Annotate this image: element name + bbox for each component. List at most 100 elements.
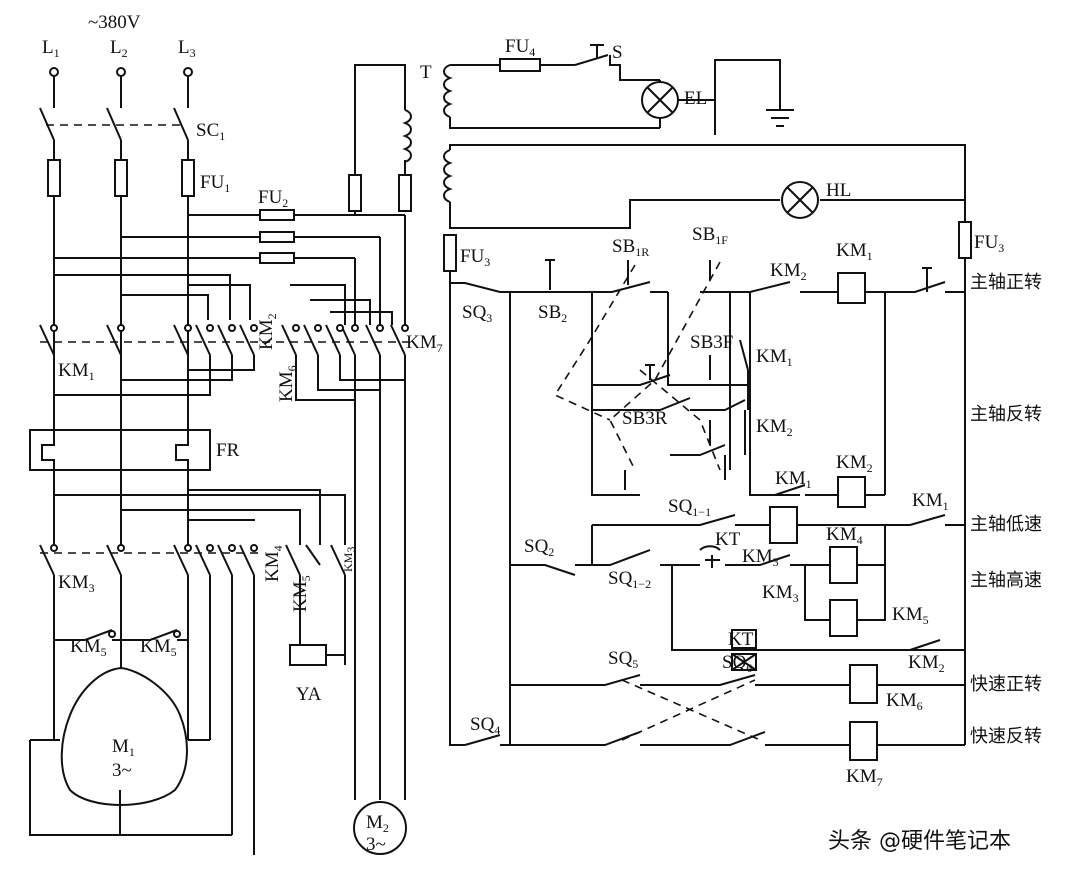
lamp-label: EL bbox=[684, 88, 707, 109]
fu1-fuses bbox=[47, 159, 195, 197]
m2-rating: 3~ bbox=[366, 834, 386, 855]
km6-label: KM bbox=[276, 371, 297, 402]
fu3a-fuse bbox=[443, 234, 457, 272]
terminal-l1 bbox=[49, 67, 59, 77]
km2-label: KM bbox=[256, 319, 277, 350]
svg-text:SQ1−2: SQ1−2 bbox=[608, 568, 651, 591]
svg-text:KM1: KM1 bbox=[775, 468, 812, 491]
km2-r-label: KM bbox=[908, 652, 939, 673]
phase-l2-label: L bbox=[110, 37, 122, 58]
row-high-speed bbox=[510, 525, 965, 651]
km6-coil bbox=[849, 664, 878, 704]
m1-motor bbox=[29, 667, 232, 836]
row-kt bbox=[731, 629, 941, 671]
kt-label: KT bbox=[715, 529, 741, 550]
fu2-out bbox=[294, 214, 405, 259]
ground-icon bbox=[766, 109, 794, 127]
sq1-1-label: SQ bbox=[668, 496, 693, 517]
km6-coil-label: KM bbox=[886, 690, 917, 711]
svg-text:KM2: KM2 bbox=[256, 313, 279, 350]
sc1-switch bbox=[39, 76, 189, 160]
sb1r-label: SB bbox=[612, 236, 635, 257]
svg-text:SQ1−1: SQ1−1 bbox=[668, 496, 711, 519]
fu2-fuses bbox=[259, 209, 295, 264]
fu3b-label: FU bbox=[974, 232, 999, 253]
km1-km2-contacts bbox=[39, 324, 262, 396]
sb3f-label: SB3F bbox=[690, 332, 733, 353]
supply-voltage-label: ~380V bbox=[88, 12, 141, 33]
svg-text:SQ4: SQ4 bbox=[470, 714, 500, 737]
svg-text:SB1R: SB1R bbox=[612, 236, 649, 259]
phase-l1-label: L bbox=[42, 37, 54, 58]
km2-aux2-label: KM bbox=[756, 416, 787, 437]
km5-label: KM bbox=[290, 581, 311, 612]
function-low-speed: 主轴低速 bbox=[970, 514, 1042, 535]
fu1-label: FU bbox=[200, 172, 225, 193]
svg-text:L2: L2 bbox=[110, 37, 128, 60]
km3b-label: KM bbox=[341, 552, 355, 572]
svg-text:KM1: KM1 bbox=[912, 490, 949, 513]
svg-text:SQ3: SQ3 bbox=[462, 302, 492, 325]
svg-text:KM3: KM3 bbox=[742, 546, 779, 569]
km2-crossover bbox=[54, 274, 251, 320]
km7-coil-label: KM bbox=[846, 766, 877, 787]
fr-label: FR bbox=[216, 440, 240, 461]
km1-r-label: KM bbox=[912, 490, 943, 511]
svg-text:SB2: SB2 bbox=[538, 302, 567, 325]
sq6-label: SQ bbox=[722, 652, 747, 673]
svg-text:KM2: KM2 bbox=[770, 260, 807, 283]
fu4-label: FU bbox=[505, 36, 530, 57]
lamp-switch bbox=[574, 44, 609, 66]
function-reverse: 主轴反转 bbox=[970, 404, 1042, 425]
svg-text:FU3: FU3 bbox=[460, 246, 490, 269]
km7-label: KM bbox=[406, 332, 437, 353]
svg-text:L1: L1 bbox=[42, 37, 60, 60]
svg-text:FU2: FU2 bbox=[258, 187, 288, 210]
fu3b-fuse bbox=[958, 221, 972, 259]
sq5-label: SQ bbox=[608, 648, 633, 669]
svg-text:KM2: KM2 bbox=[908, 652, 945, 675]
svg-text:KM5: KM5 bbox=[892, 604, 929, 627]
km1-int-label: KM bbox=[775, 468, 806, 489]
km3-km4-contacts bbox=[39, 544, 262, 855]
function-forward: 主轴正转 bbox=[970, 272, 1042, 293]
ctrl-supply-wires bbox=[449, 144, 966, 229]
svg-text:SB1F: SB1F bbox=[692, 224, 728, 247]
km5-coil-label: KM bbox=[892, 604, 923, 625]
km2-coil bbox=[837, 476, 866, 508]
sb1f-label: SB bbox=[692, 224, 715, 245]
m2-motor bbox=[353, 801, 407, 855]
sq1-2-label: SQ bbox=[608, 568, 633, 589]
svg-text:KM3: KM3 bbox=[341, 547, 358, 572]
function-high-speed: 主轴高速 bbox=[970, 570, 1042, 591]
svg-text:KM7: KM7 bbox=[406, 332, 443, 355]
ctrl-bus bbox=[449, 258, 966, 746]
row-forward bbox=[450, 259, 965, 496]
function-rapid-forward: 快速正转 bbox=[970, 674, 1042, 695]
svg-text:M2: M2 bbox=[366, 812, 389, 835]
row-low-speed bbox=[509, 292, 965, 745]
svg-text:L3: L3 bbox=[178, 37, 196, 60]
svg-text:FU1: FU1 bbox=[200, 172, 230, 195]
svg-text:KM4: KM4 bbox=[826, 524, 863, 547]
km1-aux-label: KM bbox=[756, 346, 787, 367]
svg-text:SQ5: SQ5 bbox=[608, 648, 638, 671]
km3-label: KM bbox=[58, 572, 89, 593]
km3-c-label: KM bbox=[742, 546, 773, 567]
control-circuit: HL FU3 FU3 SQ3 SB2 SB1R SB1F KM2 KM1 主轴正… bbox=[443, 144, 1042, 789]
watermark-text: 头条 @硬件笔记本 bbox=[828, 829, 1011, 854]
interlock-dash-1 bbox=[609, 261, 721, 471]
switch-label: S bbox=[612, 42, 623, 63]
hl-label: HL bbox=[826, 180, 851, 201]
transformer-primary bbox=[348, 64, 412, 215]
svg-text:KM5: KM5 bbox=[140, 636, 177, 659]
km5b-label: KM bbox=[140, 636, 171, 657]
row-rapid-forward bbox=[510, 664, 965, 741]
svg-text:FU3: FU3 bbox=[974, 232, 1004, 255]
m1-rating: 3~ bbox=[112, 760, 132, 781]
el-lamp-icon bbox=[641, 59, 781, 128]
phase-labels: L1 L2 L3 bbox=[42, 37, 196, 60]
hl-lamp-icon bbox=[781, 181, 819, 219]
sb3r-label: SB3R bbox=[622, 408, 668, 429]
